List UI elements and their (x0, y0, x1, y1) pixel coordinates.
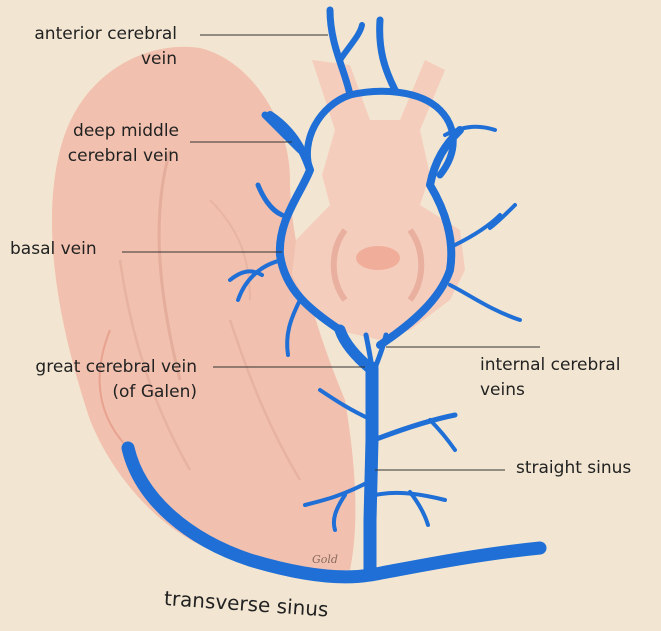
label-line: vein (140, 49, 177, 69)
lateral-branch (443, 124, 497, 137)
sulcus-line (98, 329, 131, 451)
midbrain-detail (407, 228, 425, 302)
label-line: anterior cerebral (34, 24, 177, 44)
sulcus-line (118, 259, 192, 471)
label-line: (of Galen) (112, 382, 197, 402)
sinus-branch (428, 418, 457, 452)
transverse-sinus-vessel (121, 441, 547, 584)
midbrain-spot (356, 246, 400, 270)
internal-cerebral-vessel (363, 332, 375, 371)
sulcus-line (157, 149, 182, 381)
midbrain-detail (330, 228, 348, 302)
label-deep-middle-cerebral-vein: deep middle cerebral vein (0, 119, 179, 169)
anterior-branch (376, 16, 399, 94)
label-internal-cerebral-veins: internal cerebral veins (480, 353, 620, 403)
deep-middle-branch (255, 182, 285, 218)
sinus-branch (408, 490, 430, 527)
label-line: straight sinus (516, 458, 632, 478)
sinus-branch (331, 493, 347, 532)
lateral-branch (285, 298, 302, 357)
sulcus-line (228, 319, 302, 481)
sinus-branch (318, 388, 374, 422)
label-anterior-cerebral-vein: anterior cerebral vein (0, 22, 177, 72)
basal-vein-left (266, 111, 344, 334)
label-line: deep middle (73, 121, 179, 141)
label-great-cerebral-vein: great cerebral vein (of Galen) (0, 355, 197, 405)
anterior-branch (326, 6, 354, 99)
label-straight-sinus: straight sinus (516, 456, 631, 481)
sulcus-line (209, 199, 251, 301)
lateral-branch (228, 269, 264, 282)
label-basal-vein: basal vein (10, 237, 97, 262)
internal-cerebral-vessel (372, 332, 389, 371)
lateral-branch (448, 283, 522, 322)
vein-network (121, 6, 547, 584)
label-line: cerebral vein (67, 146, 179, 166)
basal-vein-right (376, 126, 464, 349)
artist-signature: Gold (312, 553, 338, 566)
lateral-branch (236, 258, 284, 302)
label-line: veins (480, 380, 525, 400)
lateral-branch (453, 213, 502, 247)
label-line: internal cerebral (480, 355, 621, 375)
lateral-branch (488, 203, 517, 230)
sinus-branch (371, 412, 458, 443)
straight-sinus-vessel (363, 361, 379, 582)
sinus-branch (303, 478, 374, 507)
cerebral-hemisphere (51, 46, 356, 572)
anterior-arc (303, 87, 457, 179)
label-line: basal vein (10, 239, 97, 259)
label-line: great cerebral vein (35, 357, 197, 377)
great-cerebral-vessel (334, 324, 378, 376)
deep-middle-branch (261, 111, 304, 154)
anterior-branch (337, 22, 365, 63)
